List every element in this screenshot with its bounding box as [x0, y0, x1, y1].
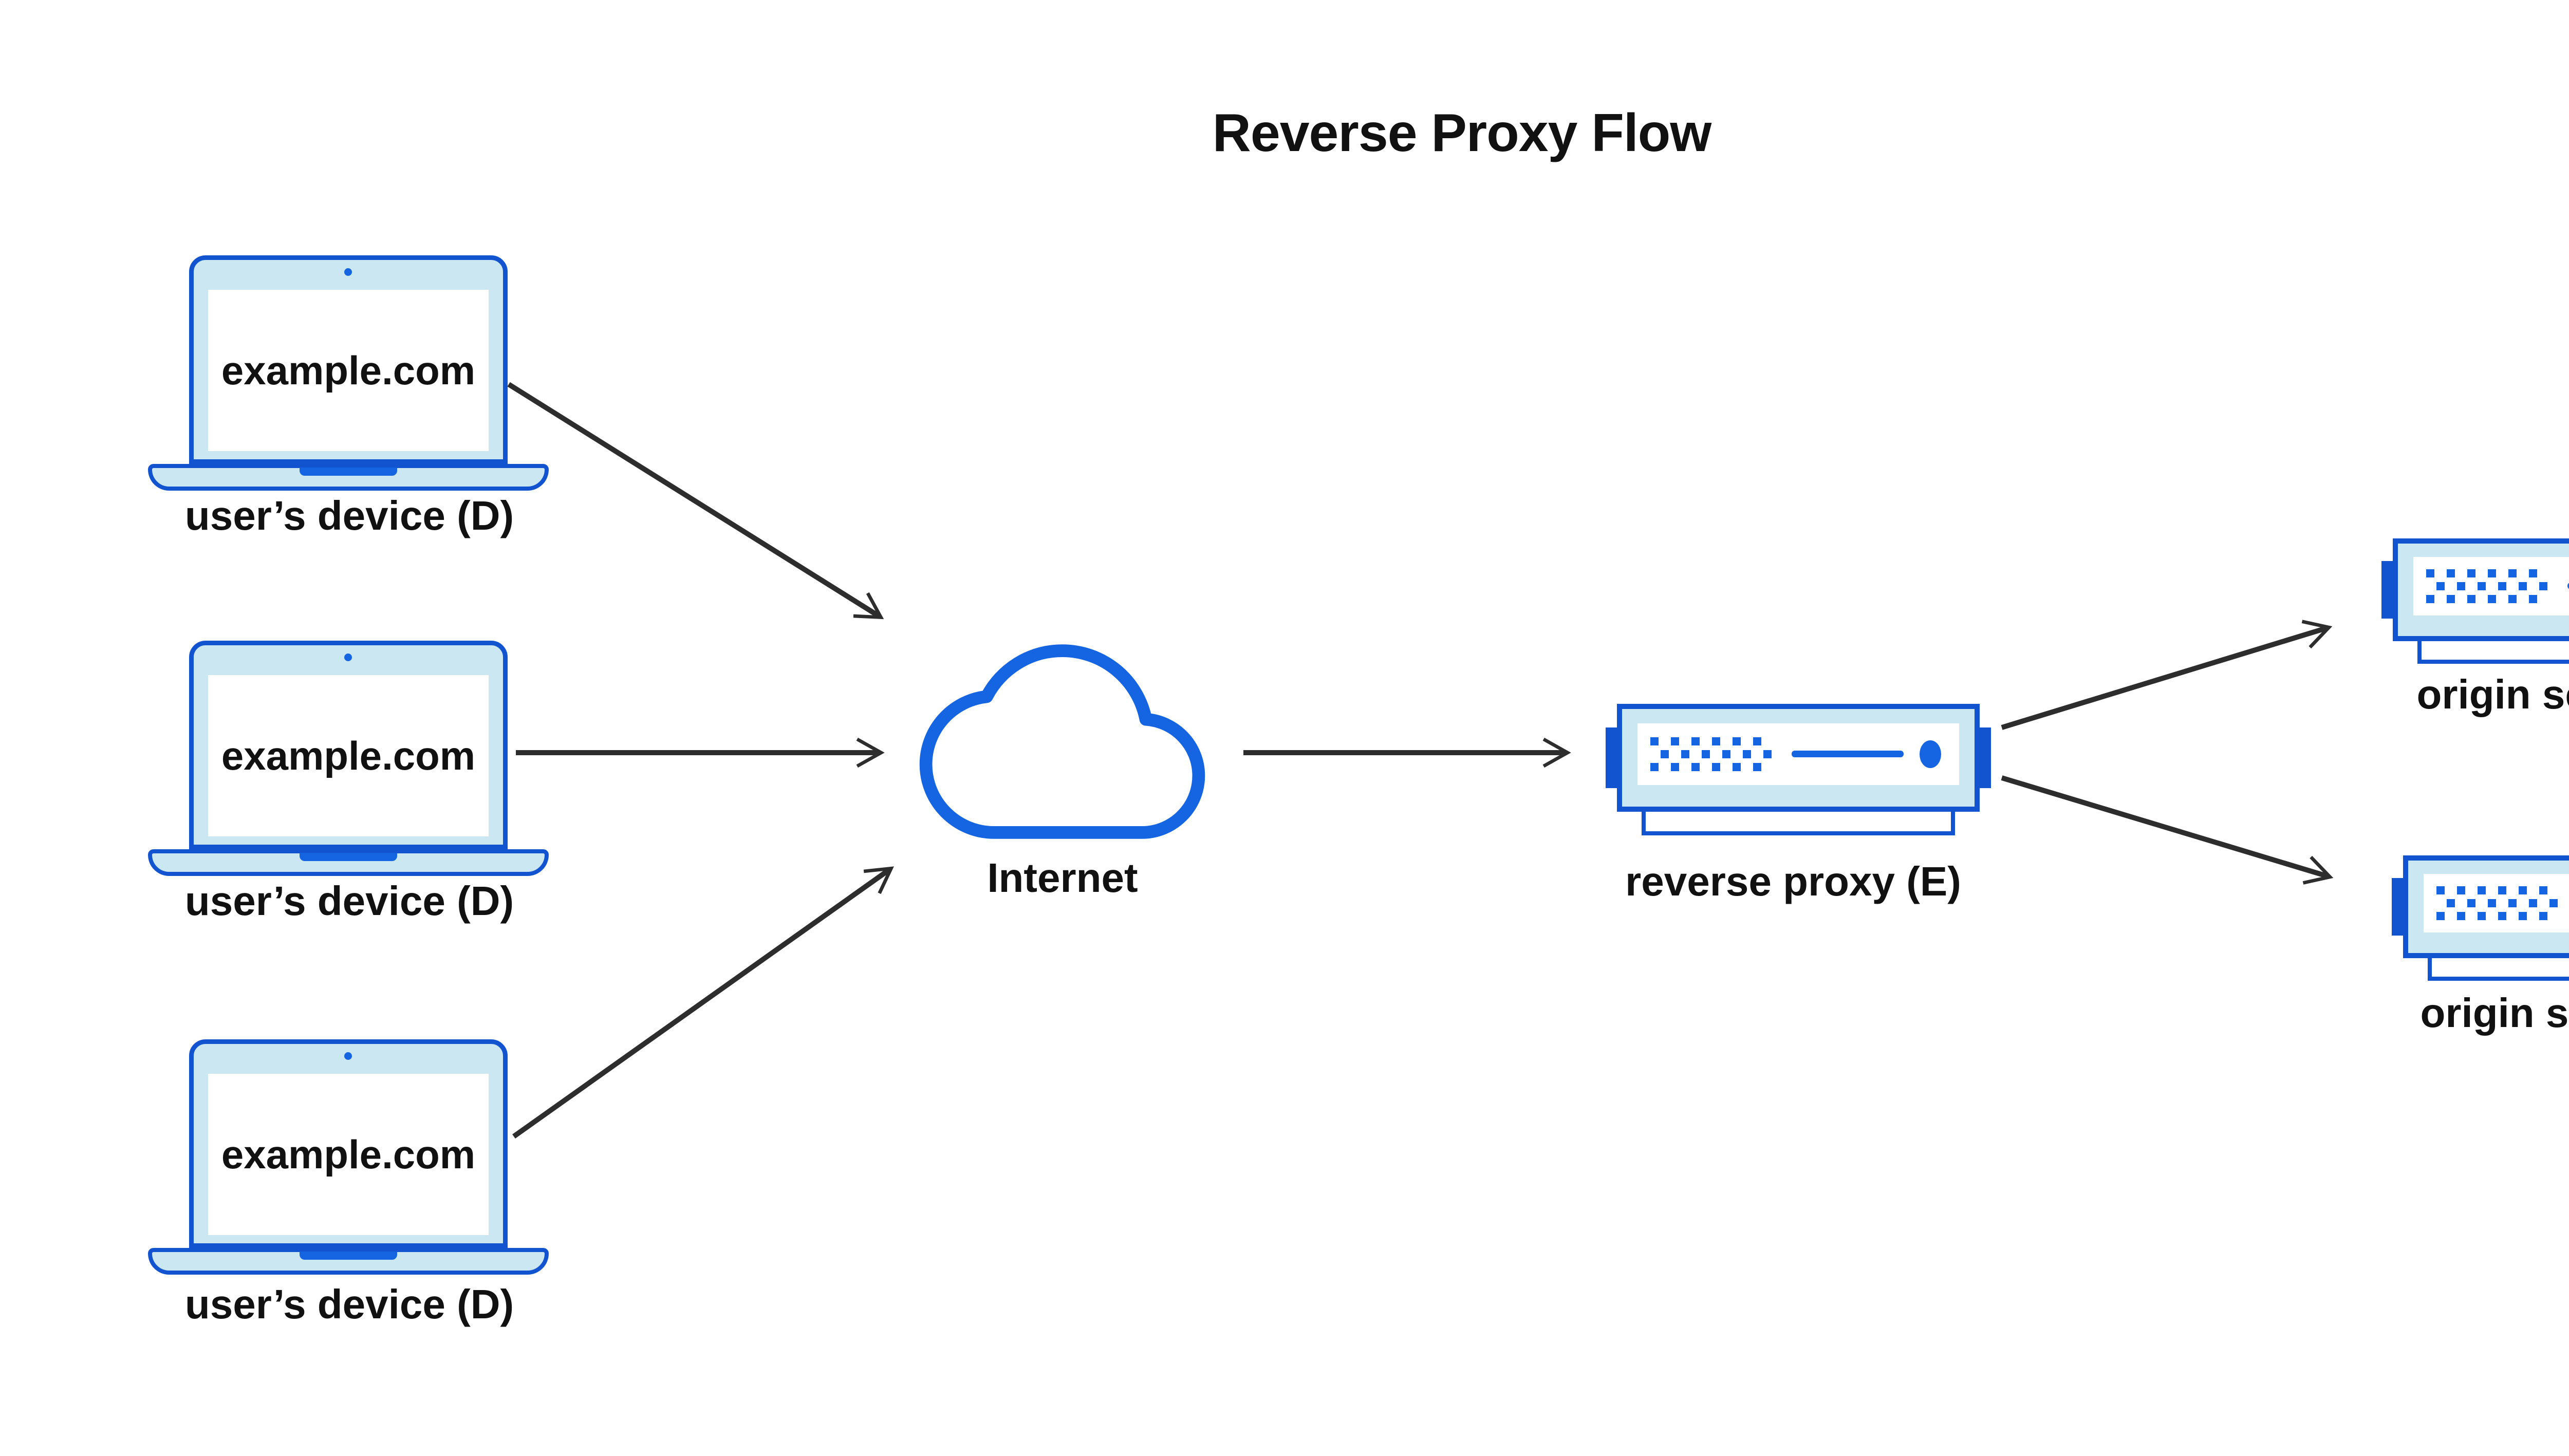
origin-server-node-1	[2381, 538, 2569, 664]
laptop-icon: example.com	[189, 255, 508, 464]
screen-url-text: example.com	[221, 733, 476, 778]
server-line-icon	[1792, 751, 1904, 757]
laptop-base	[148, 464, 549, 491]
device-caption-2: user’s device (D)	[184, 878, 514, 924]
cloud-icon	[919, 644, 1205, 839]
vents-icon	[1650, 737, 1772, 771]
laptop-notch	[300, 468, 397, 476]
laptop-screen: example.com	[208, 290, 489, 451]
screen-url-text: example.com	[221, 1131, 476, 1177]
device-caption-3: user’s device (D)	[184, 1281, 514, 1327]
laptop-notch	[300, 853, 397, 861]
server-icon	[1617, 704, 1980, 812]
camera-dot-icon	[344, 1052, 352, 1060]
user-device-node-2: example.com	[148, 641, 549, 876]
laptop-base	[148, 849, 549, 876]
vents-icon	[2436, 886, 2558, 920]
user-device-node-3: example.com	[148, 1039, 549, 1275]
server-line-icon	[2567, 583, 2569, 589]
server-icon	[2403, 855, 2569, 958]
laptop-screen: example.com	[208, 675, 489, 836]
arrow-device3-to-internet	[512, 866, 894, 1139]
arrow-proxy-to-origin2	[2001, 775, 2334, 885]
camera-dot-icon	[344, 268, 352, 276]
laptop-icon: example.com	[189, 641, 508, 849]
diagram-title: Reverse Proxy Flow	[1212, 103, 1711, 163]
reverse-proxy-node	[1606, 704, 1991, 835]
origin-server-label-1: origin server (F)	[2416, 671, 2569, 717]
device-caption-1: user’s device (D)	[184, 493, 514, 538]
laptop-screen: example.com	[208, 1074, 489, 1235]
server-icon	[2393, 538, 2569, 641]
internet-label: Internet	[987, 855, 1138, 901]
user-device-node-1: example.com	[148, 255, 549, 491]
led-icon	[1920, 740, 1941, 768]
arrow-device1-to-internet	[507, 382, 884, 620]
camera-dot-icon	[344, 654, 352, 661]
laptop-notch	[300, 1252, 397, 1260]
origin-server-label-2: origin server (F)	[2420, 990, 2569, 1036]
origin-server-node-2	[2392, 855, 2569, 981]
laptop-base	[148, 1248, 549, 1275]
server-panel	[1637, 723, 1959, 785]
server-panel	[2424, 874, 2569, 932]
server-panel	[2413, 557, 2569, 615]
arrow-proxy-to-origin1	[2001, 620, 2333, 730]
laptop-icon: example.com	[189, 1039, 508, 1248]
screen-url-text: example.com	[221, 347, 476, 393]
reverse-proxy-label: reverse proxy (E)	[1625, 858, 1961, 904]
vents-icon	[2426, 569, 2547, 603]
